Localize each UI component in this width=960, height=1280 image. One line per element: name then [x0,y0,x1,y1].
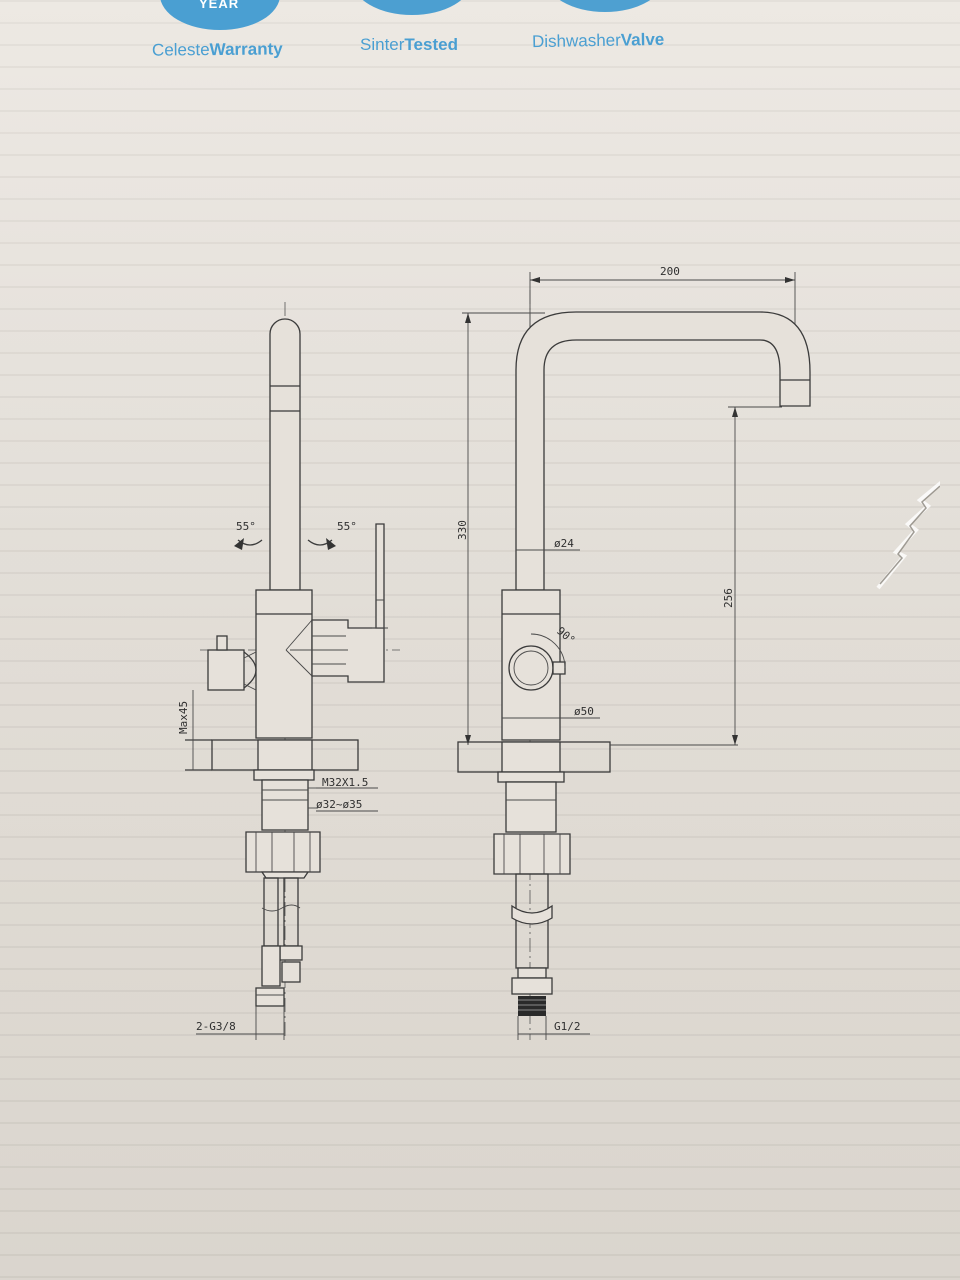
front-rotation-left-label: 55° [236,520,256,533]
side-spout-height-label: 256 [722,588,735,608]
front-rotation-right-label: 55° [337,520,357,533]
side-spout-diameter-label: ø24 [554,537,574,550]
front-view: 55° 55° Max45 M32X1.5 ø32~ø35 [177,302,400,1040]
badge-year-text: YEAR [199,0,240,11]
side-reach-label: 200 [660,265,680,278]
sinter-tested-caption: SinterTested [360,35,458,54]
front-hole-range-label: ø32~ø35 [316,798,362,811]
front-inlet-label: 2-G3/8 [196,1020,236,1033]
front-max-height-label: Max45 [177,701,190,734]
side-total-height-label: 330 [456,520,469,540]
side-view: 200 330 256 ø24 90° ø50 [456,265,811,1040]
cardboard-dent [876,481,940,590]
front-thread-label: M32X1.5 [322,776,368,789]
side-inlet-label: G1/2 [554,1020,581,1033]
side-base-diameter-label: ø50 [574,705,594,718]
